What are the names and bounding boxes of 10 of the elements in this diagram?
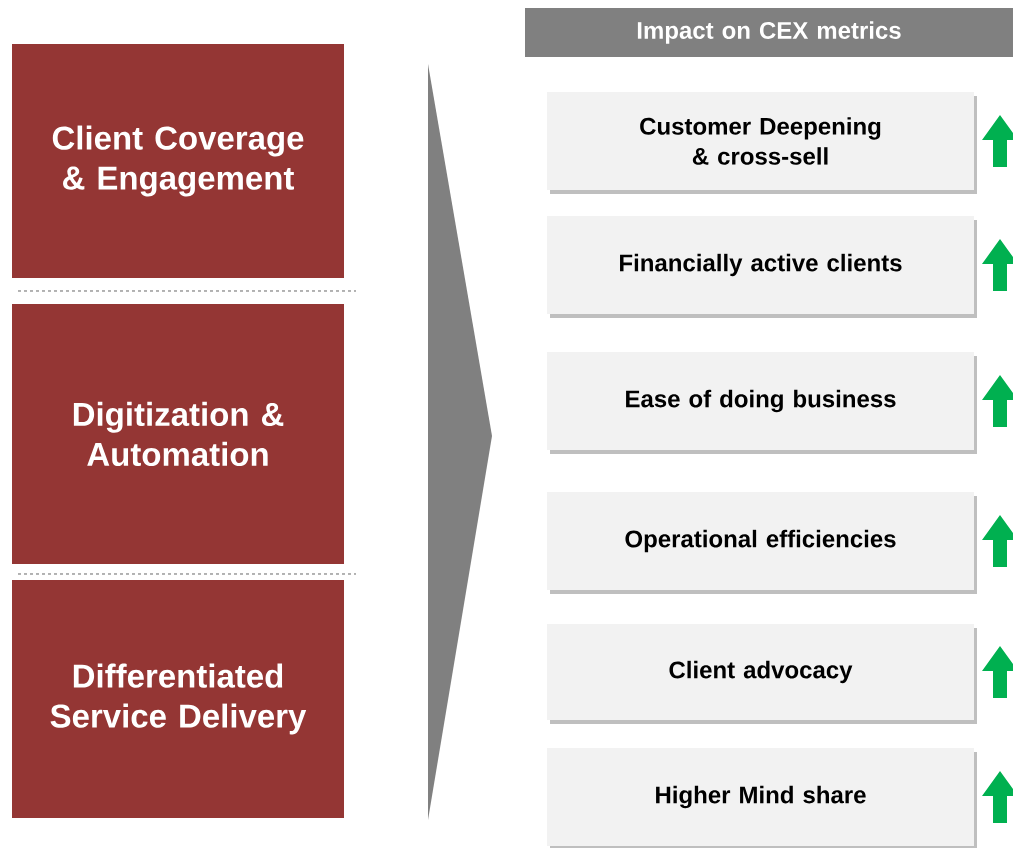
metric-box: Operational efficiencies: [547, 492, 977, 594]
metric-box: Higher Mind share: [547, 748, 977, 848]
pillar-box: Differentiated Service Delivery: [12, 580, 344, 818]
pillar-box: Digitization & Automation: [12, 304, 344, 564]
metric-box: Client advocacy: [547, 624, 977, 724]
metric-box: Customer Deepening & cross-sell: [547, 92, 977, 194]
pillar-box: Client Coverage & Engagement: [12, 44, 344, 278]
metric-box: Financially active clients: [547, 216, 977, 318]
header-bar: Impact on CEX metrics: [525, 8, 1013, 57]
metric-box: Ease of doing business: [547, 352, 977, 454]
